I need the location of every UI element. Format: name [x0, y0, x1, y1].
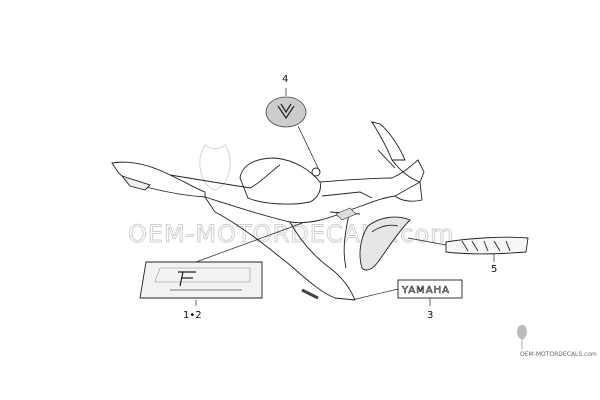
r-logo-icon — [178, 271, 196, 287]
tank-emblem-decal — [265, 96, 307, 128]
yamaha-decal-text: YAMAHA — [401, 285, 450, 296]
watermark-small: OEM-MOTORDECALS.com — [520, 351, 597, 358]
side-panel-decal — [139, 261, 263, 299]
r125-decal — [445, 236, 529, 255]
yamaha-tuning-fork-icon — [277, 103, 295, 120]
callout-3: 3 — [427, 310, 433, 321]
r125-lettering-icon — [461, 240, 511, 252]
callout-1-2: 1•2 — [183, 310, 202, 321]
watermark-logo-icon — [199, 144, 231, 191]
fairing-side-decal — [335, 207, 357, 221]
yamaha-decal: YAMAHA — [397, 279, 463, 299]
leader-lines — [195, 88, 495, 306]
callout-4: 4 — [282, 74, 288, 85]
cowl-yamaha-mark — [301, 288, 319, 300]
watermark-small-logo-icon — [517, 325, 527, 340]
callout-5: 5 — [491, 264, 497, 275]
